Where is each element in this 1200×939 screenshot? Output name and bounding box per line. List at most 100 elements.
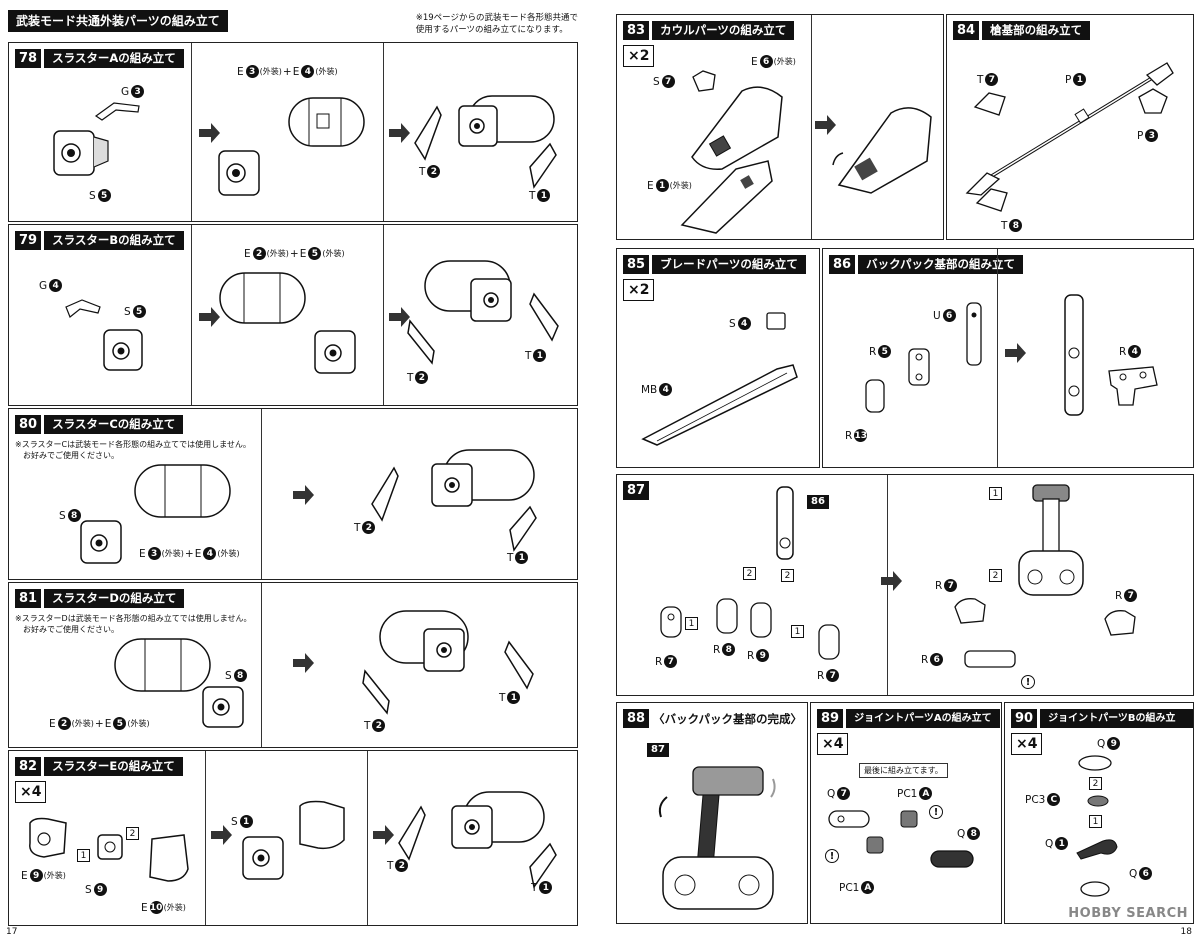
page-number: 18 bbox=[1180, 927, 1192, 937]
backpack-frame-part bbox=[1018, 484, 1084, 596]
spear-clip-part bbox=[1138, 88, 1168, 114]
thruster-assembly-part bbox=[379, 610, 469, 672]
joint-cap-part bbox=[1104, 610, 1136, 636]
step-80-section: 80 スラスターCの組み立て ※スラスターCは武装モード各形態の組み立てでは使用… bbox=[8, 408, 578, 580]
thruster-assembly-part bbox=[431, 449, 535, 507]
label-step1: 1 bbox=[685, 617, 698, 630]
divider bbox=[191, 43, 192, 221]
thruster-fin-part bbox=[398, 805, 426, 861]
thruster-fin-part bbox=[529, 142, 557, 189]
thruster-core-part bbox=[97, 834, 123, 860]
spear-base-part bbox=[965, 62, 1174, 196]
label-ref87: 87 bbox=[647, 743, 669, 757]
joint-disc-part bbox=[1078, 755, 1112, 771]
joint-cap-part bbox=[660, 606, 682, 638]
connector-bar-part bbox=[964, 650, 1016, 668]
thruster-block-part bbox=[218, 150, 260, 196]
frame-assembly-part bbox=[1064, 294, 1084, 416]
next-step-arrow-icon bbox=[293, 653, 314, 673]
label-step2: 2 bbox=[989, 569, 1002, 582]
poly-cap-part bbox=[1087, 795, 1109, 807]
next-step-arrow-icon bbox=[1005, 343, 1026, 363]
warning-icon: ! bbox=[825, 849, 839, 863]
label-step1: 1 bbox=[1089, 815, 1102, 828]
label-step1: 1 bbox=[77, 849, 90, 862]
clip-part bbox=[65, 299, 101, 318]
thruster-block-part bbox=[103, 329, 143, 371]
step-83-title: 83 カウルパーツの組み立て bbox=[623, 21, 795, 40]
joint-cap-part bbox=[818, 624, 840, 660]
next-step-arrow-icon bbox=[373, 825, 394, 845]
frame-bracket-part bbox=[1108, 366, 1158, 406]
left-header: 武装モード共通外装パーツの組み立て ※19ページからの武装モード各形態共通で 使… bbox=[8, 10, 578, 40]
thruster-fin-part bbox=[407, 319, 435, 365]
callout-note: 最後に組み立てます。 bbox=[859, 763, 948, 778]
step-81-section: 81 スラスターDの組み立て ※スラスターDは武装モード各形態の組み立てでは使用… bbox=[8, 582, 578, 748]
step-81-title: 81 スラスターDの組み立て bbox=[15, 589, 185, 608]
thruster-cap-part bbox=[299, 800, 345, 850]
step-78-title: 78 スラスターAの組み立て bbox=[15, 49, 184, 68]
cowl-assembly-part bbox=[832, 107, 932, 194]
step-85-title: 85 ブレードパーツの組み立て bbox=[623, 255, 806, 274]
label-ref86: 86 bbox=[807, 495, 829, 509]
thruster-assembly-part bbox=[451, 791, 545, 849]
label-step1: 1 bbox=[989, 487, 1002, 500]
blade-cap-part bbox=[766, 312, 786, 330]
small-clip-part bbox=[692, 70, 716, 92]
next-step-arrow-icon bbox=[881, 571, 902, 591]
thruster-block-part bbox=[202, 686, 244, 728]
watermark-logo: HOBBY SEARCH bbox=[1068, 906, 1188, 921]
step-80-title: 80 スラスターCの組み立て bbox=[15, 415, 184, 434]
thruster-block-part bbox=[314, 330, 356, 374]
joint-disc-part bbox=[1080, 881, 1110, 897]
thruster-shell-part bbox=[134, 464, 231, 518]
quantity-multiplier: ×2 bbox=[623, 279, 655, 301]
clip-part bbox=[94, 102, 140, 121]
next-step-arrow-icon bbox=[293, 485, 314, 505]
next-step-arrow-icon bbox=[815, 115, 836, 135]
divider bbox=[261, 409, 262, 579]
step-80-note: ※スラスターCは武装モード各形態の組み立てでは使用しません。 お好みでご使用くだ… bbox=[15, 440, 251, 460]
quantity-multiplier: ×4 bbox=[15, 781, 47, 803]
left-page: 武装モード共通外装パーツの組み立て ※19ページからの武装モード各形態共通で 使… bbox=[0, 0, 590, 939]
header-title: 武装モード共通外装パーツの組み立て bbox=[8, 10, 228, 32]
divider bbox=[997, 249, 998, 467]
spear-guard-part bbox=[973, 92, 1006, 116]
joint-cap-part bbox=[954, 598, 986, 624]
divider bbox=[383, 225, 384, 405]
next-step-arrow-icon bbox=[389, 307, 410, 327]
thruster-block-part bbox=[53, 130, 109, 176]
step-79-title: 79 スラスターBの組み立て bbox=[15, 231, 184, 250]
label-step1: 1 bbox=[791, 625, 804, 638]
